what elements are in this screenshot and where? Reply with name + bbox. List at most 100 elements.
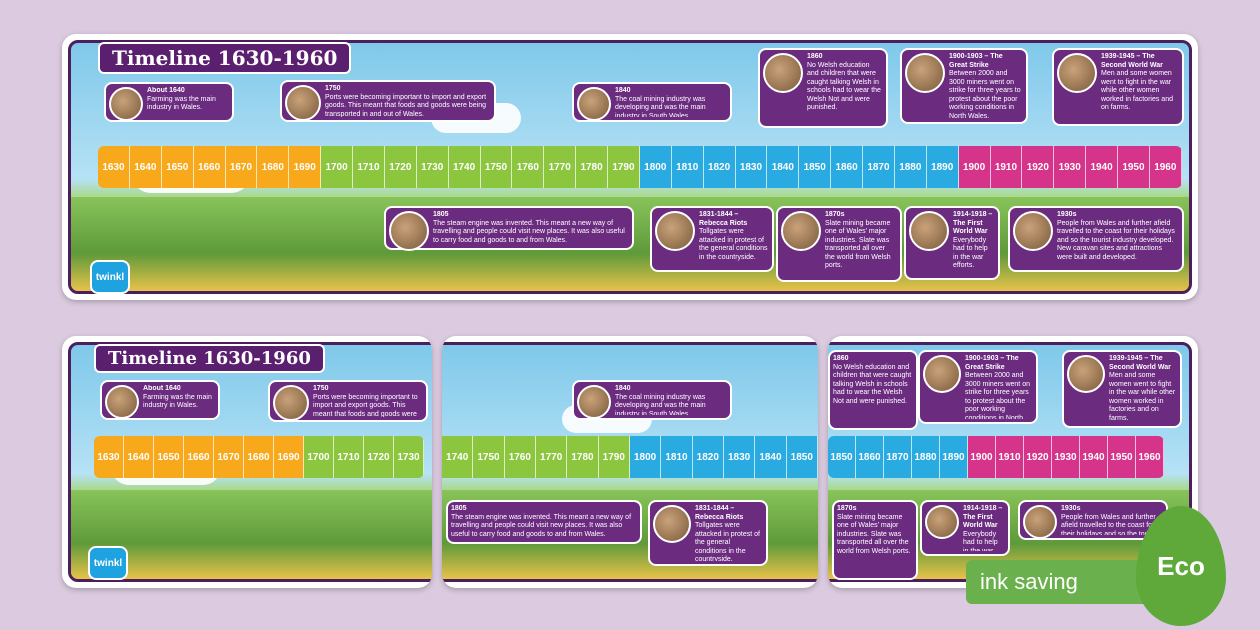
ink-saving-label: ink saving [966,560,1166,604]
decade-1860: 1860 [856,436,884,478]
decade-1900: 1900 [958,146,991,188]
decade-1840: 1840 [755,436,787,478]
decade-1720: 1720 [384,146,417,188]
slate-mining-picture [781,211,821,251]
decade-1710: 1710 [353,146,385,188]
great-strike-picture [923,355,961,393]
decade-1750: 1750 [473,436,505,478]
decade-1650: 1650 [161,146,194,188]
decade-1630: 1630 [98,146,130,188]
steam-engine-picture [389,211,429,251]
decade-1880: 1880 [894,146,927,188]
decade-1740: 1740 [442,436,474,478]
ink-saving-eco-badge: ink saving Eco [966,506,1226,626]
decade-1690: 1690 [289,146,322,188]
twinkl-logo: twinkl [90,260,130,294]
landscape [71,490,432,579]
first-world-war-picture [909,211,949,251]
decade-1880: 1880 [912,436,940,478]
decade-1760: 1760 [512,146,545,188]
decade-1860: 1860 [831,146,863,188]
decade-1850: 1850 [786,436,818,478]
coal-mine-picture [577,385,611,419]
decade-1650: 1650 [154,436,184,478]
decade-1830: 1830 [723,436,756,478]
decade-1630: 1630 [94,436,124,478]
decade-1670: 1670 [225,146,258,188]
decade-1780: 1780 [576,146,608,188]
decade-1940: 1940 [1086,146,1118,188]
second-world-war-picture [1067,355,1105,393]
decade-1720: 1720 [364,436,394,478]
coal-mine-picture [577,87,611,121]
decade-1710: 1710 [334,436,364,478]
panel-title: Timeline 1630-1960 [94,344,325,373]
first-world-war-picture [925,505,959,539]
decade-1640: 1640 [129,146,162,188]
second-world-war-picture [1057,53,1097,93]
decade-1690: 1690 [274,436,304,478]
decade-1950: 1950 [1118,146,1150,188]
decade-1700: 1700 [321,146,353,188]
decade-1800: 1800 [639,146,672,188]
decade-1680: 1680 [244,436,274,478]
decade-1840: 1840 [767,146,800,188]
decade-1820: 1820 [703,146,736,188]
decade-1730: 1730 [394,436,424,478]
decade-1920: 1920 [1024,436,1052,478]
farming-picture [105,385,139,419]
decade-1910: 1910 [996,436,1024,478]
farming-picture [109,87,143,121]
decade-1660: 1660 [184,436,214,478]
seaside-picture [1013,211,1053,251]
eco-leaf-icon: Eco [1136,506,1226,626]
page-title: Timeline 1630-1960 [98,42,352,74]
decade-1950: 1950 [1108,436,1136,478]
decade-1900: 1900 [968,436,996,478]
great-strike-picture [905,53,945,93]
decade-1660: 1660 [193,146,226,188]
decade-1870: 1870 [863,146,895,188]
twinkl-logo: twinkl [88,546,128,580]
decade-1700: 1700 [304,436,334,478]
decade-1730: 1730 [416,146,449,188]
decade-1940: 1940 [1080,436,1108,478]
decade-1770: 1770 [544,146,577,188]
decade-1920: 1920 [1022,146,1055,188]
decade-1960: 1960 [1149,146,1182,188]
decade-1850: 1850 [799,146,832,188]
decade-1910: 1910 [990,146,1023,188]
decade-1810: 1810 [661,436,693,478]
decade-1750: 1750 [480,146,513,188]
decade-1810: 1810 [671,146,704,188]
decade-1800: 1800 [629,436,662,478]
decade-1830: 1830 [735,146,768,188]
port-picture [273,385,309,421]
decade-1640: 1640 [124,436,154,478]
seaside-picture [1023,505,1057,539]
decade-1820: 1820 [692,436,724,478]
